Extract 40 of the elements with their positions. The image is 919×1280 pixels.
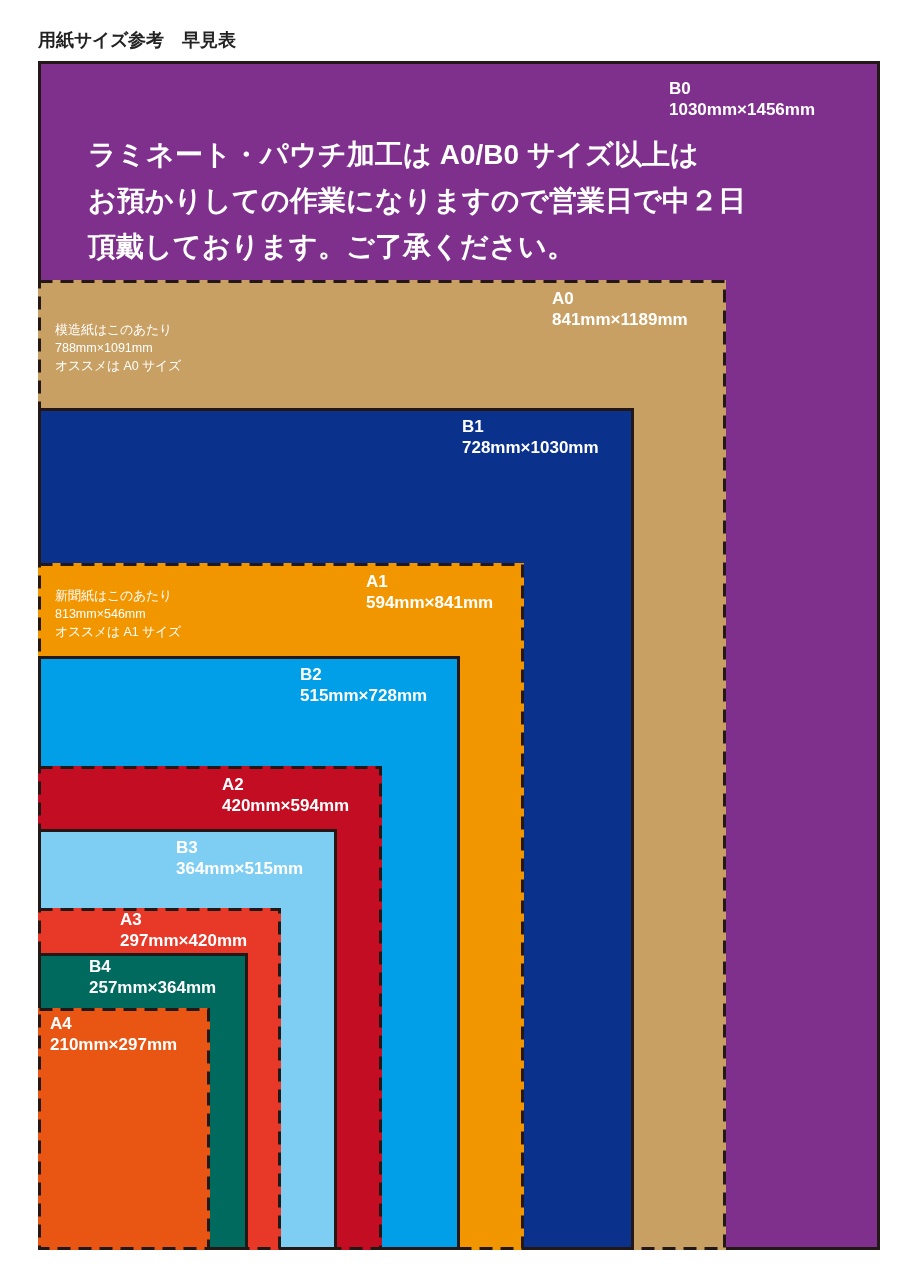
size-label: B1 bbox=[462, 416, 484, 437]
size-label: A3 bbox=[120, 909, 142, 930]
size-label: A1 bbox=[366, 571, 388, 592]
size-dimensions: 257mm×364mm bbox=[89, 977, 217, 998]
chart-title: 用紙サイズ参考 早見表 bbox=[38, 29, 236, 52]
paper-size-rect bbox=[38, 1008, 210, 1250]
size-label: A4 bbox=[50, 1013, 72, 1034]
size-dimensions: 594mm×841mm bbox=[366, 592, 494, 613]
note-text: 813mm×546mm bbox=[55, 606, 146, 623]
paper-size-rect bbox=[38, 908, 281, 1250]
size-dimensions: 728mm×1030mm bbox=[462, 437, 599, 458]
paper-size-rect bbox=[38, 766, 382, 1250]
notice-text: ラミネート・パウチ加工は A0/B0 サイズ以上は bbox=[88, 138, 699, 172]
size-label: B2 bbox=[300, 664, 322, 685]
size-label: B0 bbox=[669, 78, 691, 99]
note-text: オススメは A0 サイズ bbox=[55, 358, 182, 375]
note-text: 新聞紙はこのあたり bbox=[55, 588, 172, 605]
size-label: A2 bbox=[222, 774, 244, 795]
size-label: B4 bbox=[89, 956, 111, 977]
paper-size-rect bbox=[38, 280, 726, 1250]
note-text: オススメは A1 サイズ bbox=[55, 624, 182, 641]
size-dimensions: 210mm×297mm bbox=[50, 1034, 178, 1055]
notice-text: お預かりしての作業になりますので営業日で中２日 bbox=[88, 184, 746, 218]
size-dimensions: 420mm×594mm bbox=[222, 795, 350, 816]
size-dimensions: 515mm×728mm bbox=[300, 685, 428, 706]
paper-size-rect bbox=[38, 829, 337, 1250]
paper-size-rect bbox=[38, 563, 524, 1250]
paper-size-rect bbox=[38, 408, 634, 1250]
size-dimensions: 841mm×1189mm bbox=[552, 309, 688, 330]
size-dimensions: 364mm×515mm bbox=[176, 858, 304, 879]
size-label: A0 bbox=[552, 288, 574, 309]
size-dimensions: 1030mm×1456mm bbox=[669, 99, 816, 120]
notice-text: 頂戴しております。ご了承ください。 bbox=[88, 230, 575, 264]
size-label: B3 bbox=[176, 837, 198, 858]
paper-size-rect bbox=[38, 953, 248, 1250]
size-dimensions: 297mm×420mm bbox=[120, 930, 248, 951]
note-text: 788mm×1091mm bbox=[55, 340, 153, 357]
paper-size-rect bbox=[38, 61, 880, 1250]
note-text: 模造紙はこのあたり bbox=[55, 322, 172, 339]
paper-size-rect bbox=[38, 656, 460, 1250]
